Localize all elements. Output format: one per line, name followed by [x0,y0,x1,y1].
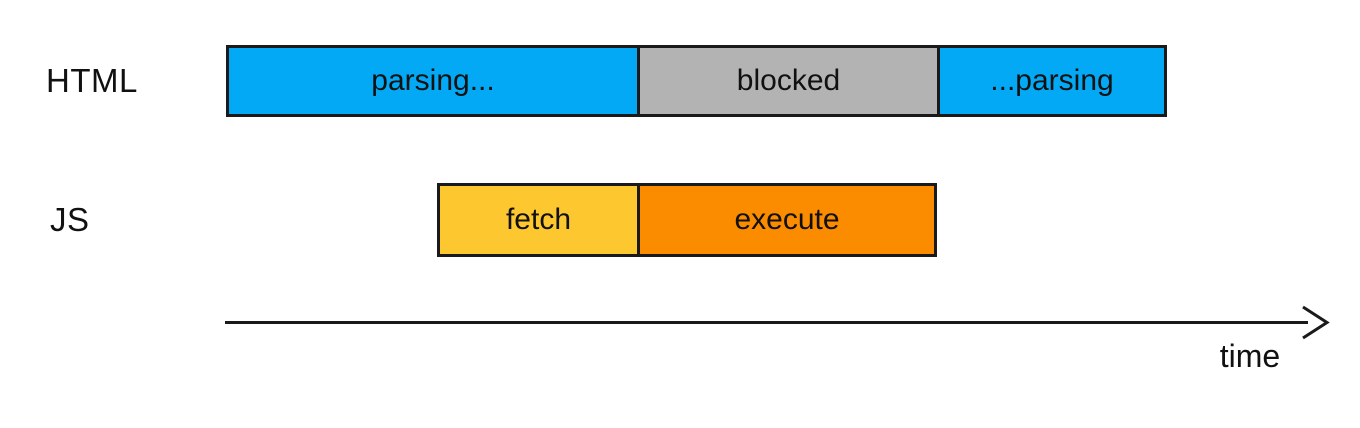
segment-js-execute: execute [637,186,934,254]
segment-label: ...parsing [990,64,1114,97]
segment-js-fetch: fetch [440,186,637,254]
segment-label: execute [734,203,840,236]
segment-label: parsing... [371,64,495,97]
js-timeline-bar: fetch execute [437,183,937,257]
row-label-html: HTML [46,62,138,99]
row-label-js: JS [50,201,90,238]
time-axis-label: time [1219,338,1281,374]
segment-html-blocked: blocked [637,48,937,114]
segment-label: blocked [736,64,841,97]
segment-html-parsing-resume: ...parsing [937,48,1164,114]
html-timeline-bar: parsing... blocked ...parsing [226,45,1167,117]
segment-label: fetch [505,203,572,236]
segment-html-parsing-start: parsing... [229,48,637,114]
